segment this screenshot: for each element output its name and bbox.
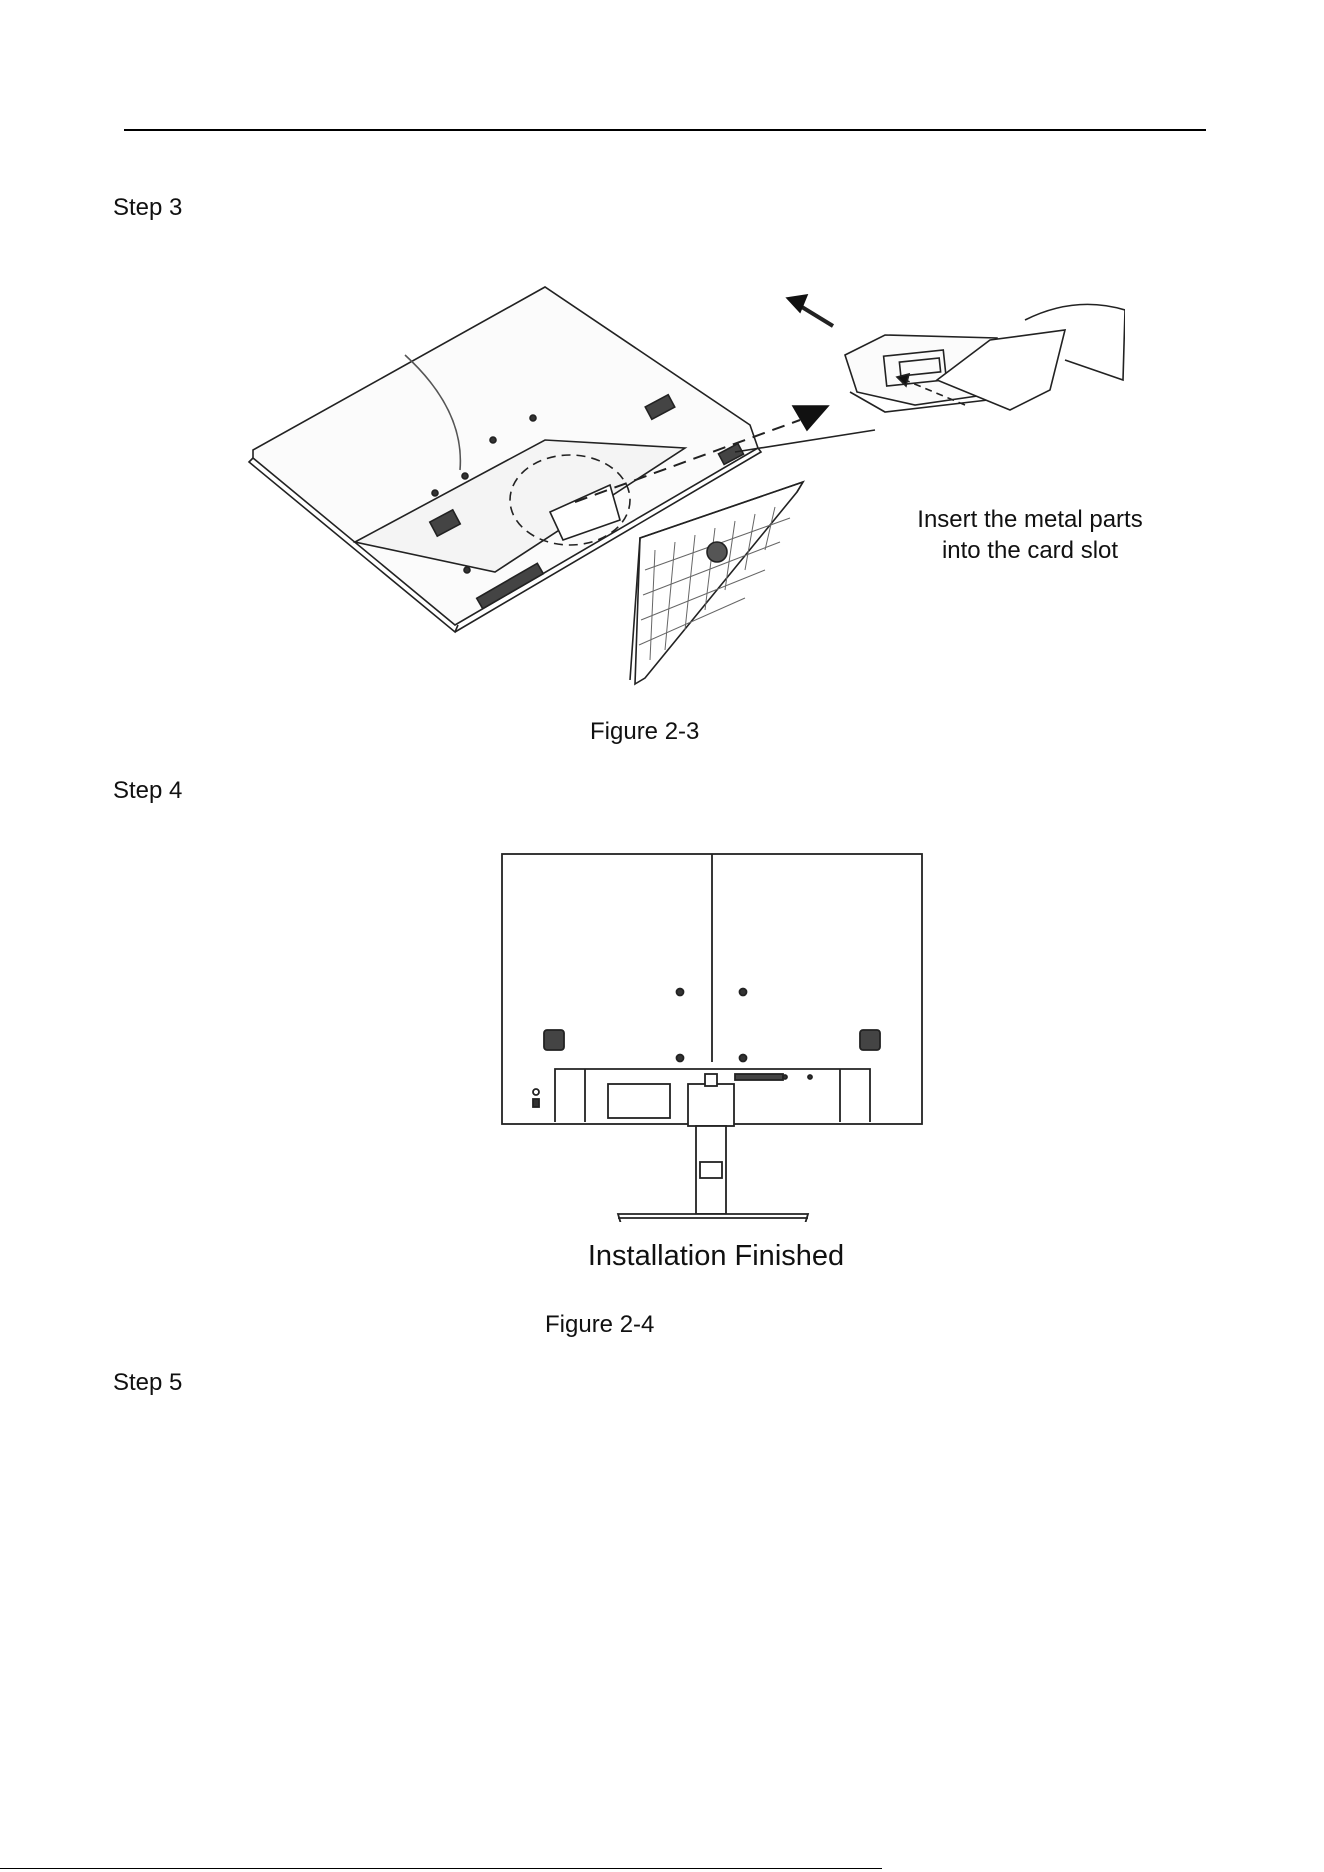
step-3-label: Step 3 [113,194,182,222]
figure-2-3-caption: Figure 2-3 [590,718,699,746]
header-rule [124,129,1206,131]
figure-2-3-note-line-2: into the card slot [880,535,1180,566]
monitor-rear-view-drawing [500,852,926,1222]
figure-2-3-illustration [245,280,1125,700]
step-5-label: Step 5 [113,1369,182,1397]
figure-2-3-note: Insert the metal parts into the card slo… [880,504,1180,566]
step-4-label: Step 4 [113,777,182,805]
footer-rule [0,1868,882,1869]
figure-2-4-label: Installation Finished [566,1239,866,1273]
figure-2-3-note-line-1: Insert the metal parts [880,504,1180,535]
monitor-back-stand-insert-drawing [245,280,1125,700]
figure-2-4-caption: Figure 2-4 [545,1311,654,1339]
figure-2-4-illustration [500,852,926,1222]
